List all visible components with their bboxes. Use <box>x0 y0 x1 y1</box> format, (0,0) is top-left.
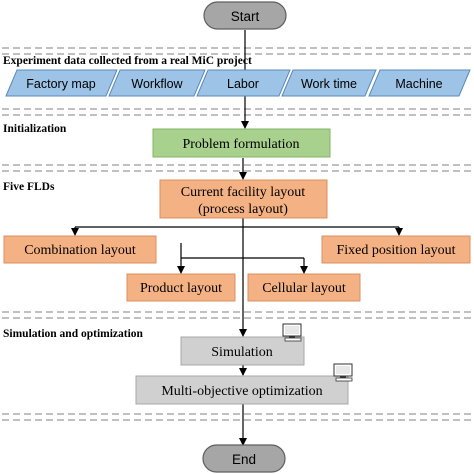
problem-formulation-box: Problem formulation <box>152 128 331 158</box>
section-label-simulation: Simulation and optimization <box>3 328 144 340</box>
data-input-label: Workflow <box>131 77 183 91</box>
end-terminal: End <box>202 444 286 473</box>
data-input-label: Factory map <box>26 77 96 91</box>
data-input-labor: Labor <box>196 69 291 97</box>
optimization-box: Multi-objective optimization <box>135 375 349 405</box>
data-input-factory-map: Factory map <box>5 69 118 97</box>
data-input-label: Work time <box>301 77 357 91</box>
end-label: End <box>232 452 256 467</box>
data-input-work-time: Work time <box>281 69 377 97</box>
fixed-position-layout-box: Fixed position layout <box>321 235 471 264</box>
current-layout-line2: (process layout) <box>198 202 288 217</box>
cellular-layout-label: Cellular layout <box>262 281 346 296</box>
fixed-position-layout-label: Fixed position layout <box>337 243 456 258</box>
section-label-initialization: Initialization <box>3 123 67 135</box>
start-label: Start <box>231 9 260 24</box>
data-input-machine: Machine <box>368 69 471 97</box>
simulation-label: Simulation <box>211 345 272 360</box>
section-label-experiment: Experiment data collected from a real Mi… <box>3 55 252 67</box>
current-layout-line1: Current facility layout <box>181 185 306 200</box>
problem-formulation-label: Problem formulation <box>182 137 299 152</box>
data-input-label: Labor <box>227 77 259 91</box>
product-layout-box: Product layout <box>126 273 236 302</box>
section-label-flds: Five FLDs <box>3 181 55 193</box>
product-layout-label: Product layout <box>140 281 222 296</box>
simulation-box: Simulation <box>180 336 305 366</box>
optimization-label: Multi-objective optimization <box>161 384 322 399</box>
start-terminal: Start <box>203 1 287 30</box>
computer-icon <box>282 323 302 342</box>
cellular-layout-box: Cellular layout <box>247 273 361 302</box>
computer-icon <box>333 363 353 382</box>
current-facility-layout-box: Current facility layout (process layout) <box>159 179 328 219</box>
combination-layout-label: Combination layout <box>24 243 136 258</box>
data-input-workflow: Workflow <box>108 69 206 97</box>
combination-layout-box: Combination layout <box>3 235 157 264</box>
data-input-label: Machine <box>395 77 442 91</box>
